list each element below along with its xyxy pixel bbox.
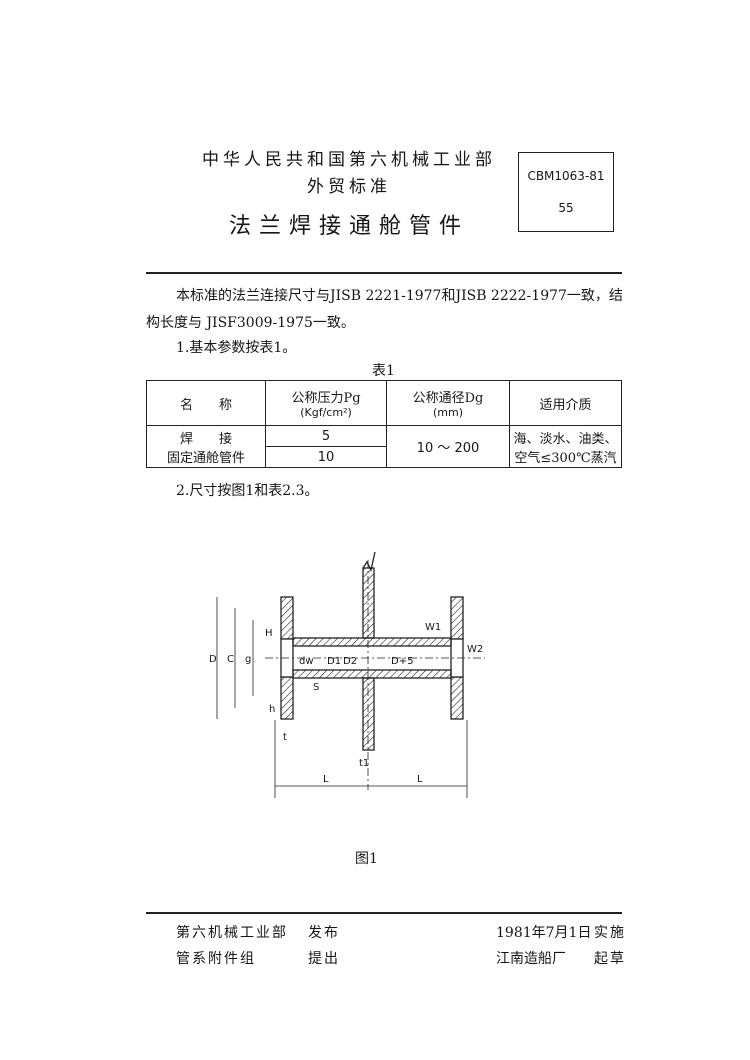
- header-pressure-unit: (Kgf/cm²): [300, 406, 352, 419]
- label-L-left: L: [323, 774, 329, 785]
- intro-line-1: 本标准的法兰连接尺寸与JISB 2221-1977和JISB 2222-1977…: [176, 288, 623, 304]
- diameter-range: 10 ～ 200: [386, 425, 510, 468]
- label-W1: W1: [425, 622, 441, 633]
- label-D1: D1: [327, 656, 341, 667]
- header-medium: 适用介质: [509, 380, 622, 426]
- right-flange-lower: [450, 676, 464, 720]
- ministry-heading: 中华人民共和国第六机械工业部: [202, 150, 496, 170]
- header-diameter-unit: (mm): [432, 406, 463, 419]
- footer-drafter: 江南造船厂: [496, 951, 566, 967]
- label-D5: D+5: [391, 656, 413, 667]
- row-label-cell: 焊 接 固定通舱管件: [146, 425, 266, 468]
- standard-code-box: CBM1063-81 55: [518, 152, 614, 232]
- medium-cell: 海、淡水、油类、 空气≤300℃蒸汽: [509, 425, 622, 468]
- label-S: S: [313, 682, 319, 693]
- pipe-lower-wall: [292, 669, 452, 679]
- right-flange-upper: [450, 596, 464, 640]
- item-2: 2.尺寸按图1和表2.3。: [176, 483, 319, 499]
- footer-implement: 实施: [594, 925, 626, 941]
- label-h: h: [269, 704, 275, 715]
- label-H: H: [265, 628, 273, 639]
- label-C: C: [227, 654, 234, 665]
- header-diameter-label: 公称通径Dg: [412, 391, 484, 406]
- document-title: 法兰焊接通舱管件: [228, 214, 469, 239]
- figure-caption: 图1: [355, 851, 378, 867]
- header-diameter: 公称通径Dg (mm): [386, 380, 510, 426]
- parameter-table: 名 称 公称压力Pg (Kgf/cm²) 公称通径Dg (mm) 适用介质 焊 …: [146, 380, 622, 468]
- footer-propose-action: 提出: [308, 951, 340, 967]
- footer-draft-action: 起草: [594, 951, 626, 967]
- bulkhead-break-line: [362, 551, 376, 572]
- left-flange-upper: [280, 596, 294, 640]
- header-name: 名 称: [146, 380, 266, 426]
- pressure-1: 5: [265, 425, 387, 447]
- header-pressure: 公称压力Pg (Kgf/cm²): [265, 380, 387, 426]
- item-1: 1.基本参数按表1。: [176, 340, 297, 356]
- medium-2: 空气≤300℃蒸汽: [514, 450, 617, 466]
- bulkhead-lower: [362, 677, 375, 751]
- label-D: D: [209, 654, 217, 665]
- label-W2: W2: [467, 644, 483, 655]
- row-label-1: 焊 接: [179, 431, 232, 447]
- label-D2: D2: [343, 656, 357, 667]
- row-label-2: 固定通舱管件: [166, 450, 245, 466]
- footer-proposer: 管系附件组: [176, 951, 256, 967]
- label-t1: t1: [359, 758, 369, 769]
- pressure-2: 10: [265, 446, 387, 468]
- standard-code: CBM1063-81: [527, 169, 605, 183]
- footer-issuer: 第六机械工业部: [176, 925, 288, 941]
- label-dw: dw: [299, 656, 314, 667]
- standard-type: 外贸标准: [307, 177, 391, 197]
- bottom-rule: [146, 912, 622, 914]
- medium-1: 海、淡水、油类、: [513, 431, 618, 447]
- footer-date: 1981年7月1日: [496, 925, 592, 941]
- flange-pipe-drawing: D C g H h t dw D1 D2 D+5 S W1 W2 t1 L L: [209, 551, 485, 798]
- top-rule: [146, 272, 622, 274]
- left-flange-lower: [280, 676, 294, 720]
- pipe-upper-wall: [292, 637, 452, 647]
- header-pressure-label: 公称压力Pg: [291, 391, 361, 406]
- footer-issue-action: 发布: [308, 925, 340, 941]
- label-g: g: [245, 654, 251, 665]
- intro-line-2: 构长度与 JISF3009-1975一致。: [146, 315, 355, 331]
- table-caption: 表1: [372, 363, 395, 379]
- label-t: t: [283, 732, 287, 743]
- label-L-right: L: [417, 774, 423, 785]
- page-number: 55: [558, 201, 574, 215]
- bulkhead-upper: [362, 567, 375, 639]
